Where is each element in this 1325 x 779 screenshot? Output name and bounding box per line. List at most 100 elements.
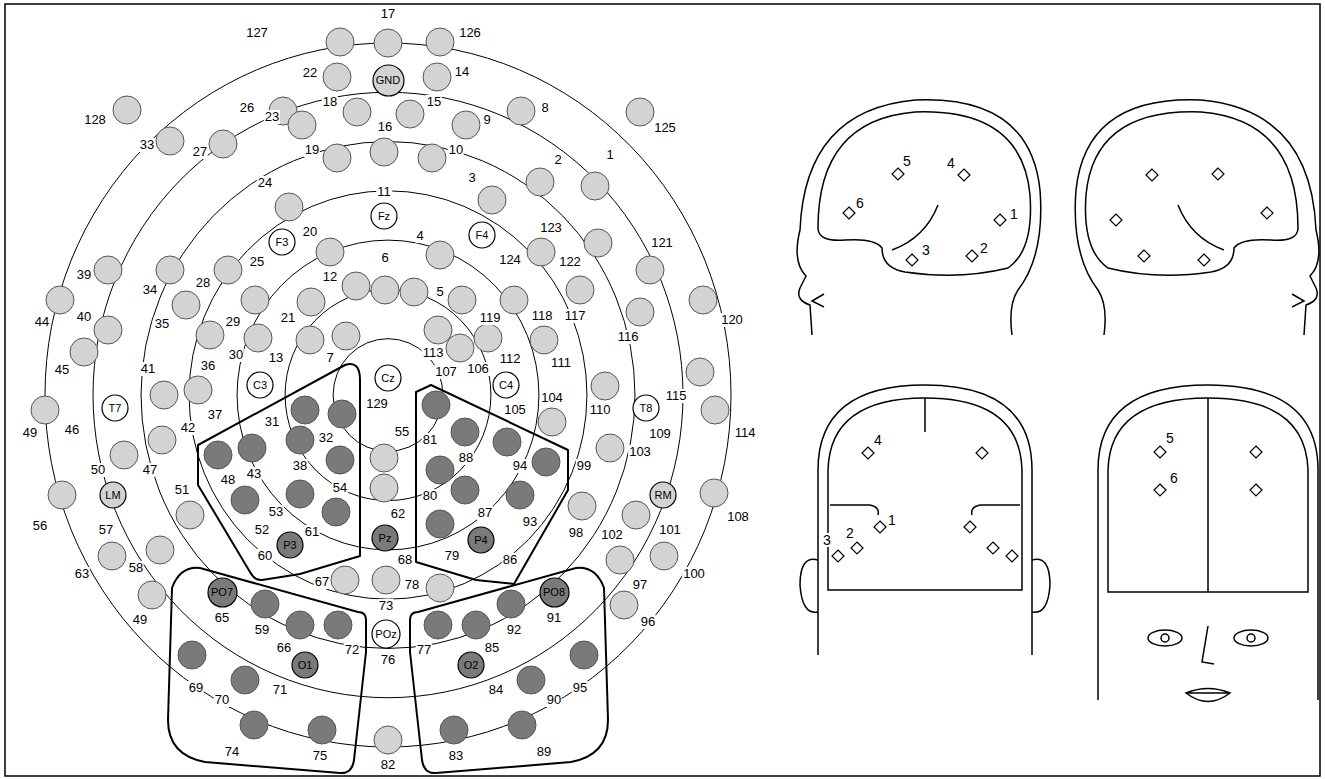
callout-number: 1: [887, 513, 897, 527]
electrode-circle: [208, 578, 237, 607]
electrode-number: 116: [617, 330, 640, 344]
electrode-number: 111: [550, 356, 572, 370]
head-outline: [1098, 385, 1318, 700]
electrode-circle: [626, 298, 654, 326]
electrode-circle: [286, 611, 314, 639]
electrode-number: 98: [568, 526, 584, 540]
head-outline: [818, 385, 1032, 655]
electrode-circle: [323, 63, 351, 91]
electrode-circle: [178, 641, 206, 669]
electrode-number: 61: [304, 525, 320, 539]
electrode-circle: [375, 365, 401, 391]
electrode-number: 27: [192, 145, 208, 159]
electrode-circle: [148, 426, 176, 454]
callout-number: 3: [822, 533, 832, 547]
electrode-number: 44: [34, 315, 50, 329]
electrode-number: 3: [467, 171, 476, 185]
electrode-circle: [373, 65, 404, 96]
electrode-circle: [374, 726, 402, 754]
electrode-number: 113: [422, 346, 445, 360]
electrode-name: O2: [464, 659, 479, 671]
electrode-number: 93: [522, 515, 538, 529]
electrode-circle: [540, 578, 569, 607]
electrode-circle: [332, 322, 360, 350]
electrode-number: 81: [422, 433, 438, 447]
electrode-number: 103: [628, 445, 652, 459]
electrode-number: 62: [390, 507, 406, 521]
callout-number: 5: [902, 154, 912, 168]
electrode-number: 84: [488, 683, 504, 697]
electrode-number: 6: [380, 251, 389, 265]
electrode-node: Fz: [370, 202, 398, 230]
electrode-circle: [269, 229, 295, 255]
electrode-node: T7: [101, 394, 129, 422]
source-diamond: [964, 521, 976, 533]
electrode-number: 69: [188, 681, 204, 695]
electrode-node: O1: [291, 651, 319, 679]
electrode-number: 36: [200, 359, 216, 373]
electrode-number: 25: [249, 255, 265, 269]
electrode-circle: [286, 480, 314, 508]
brain-outline: [828, 398, 1022, 590]
source-diamond: [851, 542, 863, 554]
figure-frame: [5, 4, 1320, 776]
electrode-number: 124: [498, 253, 522, 267]
electrode-number: 87: [477, 506, 493, 520]
electrode-circle: [370, 444, 398, 472]
electrode-circle: [458, 652, 484, 678]
electrode-number: 28: [195, 276, 211, 290]
callout-number: 1: [1009, 207, 1019, 221]
electrode-circle: [113, 96, 141, 124]
electrode-circle: [532, 448, 560, 476]
electrode-node: C3: [246, 371, 274, 399]
electrode-circle: [636, 256, 664, 284]
electrode-circle: [606, 546, 634, 574]
callout-number: 2: [845, 526, 855, 540]
roi-outline: [168, 568, 366, 773]
electrode-circle: [48, 481, 76, 509]
electrode-circle: [474, 324, 502, 352]
electrode-circle: [701, 396, 729, 424]
electrode-number: 105: [503, 403, 527, 417]
electrode-circle: [422, 391, 450, 419]
source-diamond: [1006, 550, 1018, 562]
electrode-number: 101: [658, 523, 682, 537]
electrode-circle: [650, 482, 676, 508]
source-diamond: [874, 521, 886, 533]
callout-number: 3: [921, 243, 931, 257]
electrode-number: 104: [540, 391, 564, 405]
electrode-number: 22: [302, 66, 318, 80]
electrode-circle: [370, 138, 398, 166]
electrode-node: PO7: [207, 577, 238, 608]
electrode-number: 17: [380, 7, 396, 21]
electrode-node: RM: [649, 481, 677, 509]
electrode-name: Pz: [379, 532, 392, 544]
callout-number: 5: [1165, 431, 1175, 445]
nose-symbol: [1202, 626, 1214, 664]
source-diamond: [987, 542, 999, 554]
electrode-number: 24: [257, 176, 273, 190]
electrode-number: 112: [499, 352, 522, 366]
electrode-circle: [596, 434, 624, 462]
electrode-number: 31: [264, 415, 280, 429]
electrode-circle: [400, 278, 428, 306]
electrode-circle: [626, 98, 654, 126]
electrode-circle: [31, 396, 59, 424]
electrode-circle: [371, 276, 399, 304]
electrode-circle: [493, 372, 519, 398]
electrode-number: 49: [132, 613, 148, 627]
electrode-number: 8: [540, 101, 549, 115]
electrode-name: T7: [109, 402, 122, 414]
electrode-number: 102: [600, 528, 624, 542]
mouth-symbol: [1186, 689, 1230, 702]
electrode-node: O2: [457, 651, 485, 679]
electrode-number: 72: [344, 643, 360, 657]
electrode-number: 42: [180, 421, 196, 435]
electrode-name: F3: [276, 236, 289, 248]
electrode-circle: [370, 474, 398, 502]
eye-symbol: [1234, 630, 1268, 646]
electrode-number: 89: [536, 745, 552, 759]
electrode-circle: [240, 711, 268, 739]
electrode-circle: [440, 716, 468, 744]
